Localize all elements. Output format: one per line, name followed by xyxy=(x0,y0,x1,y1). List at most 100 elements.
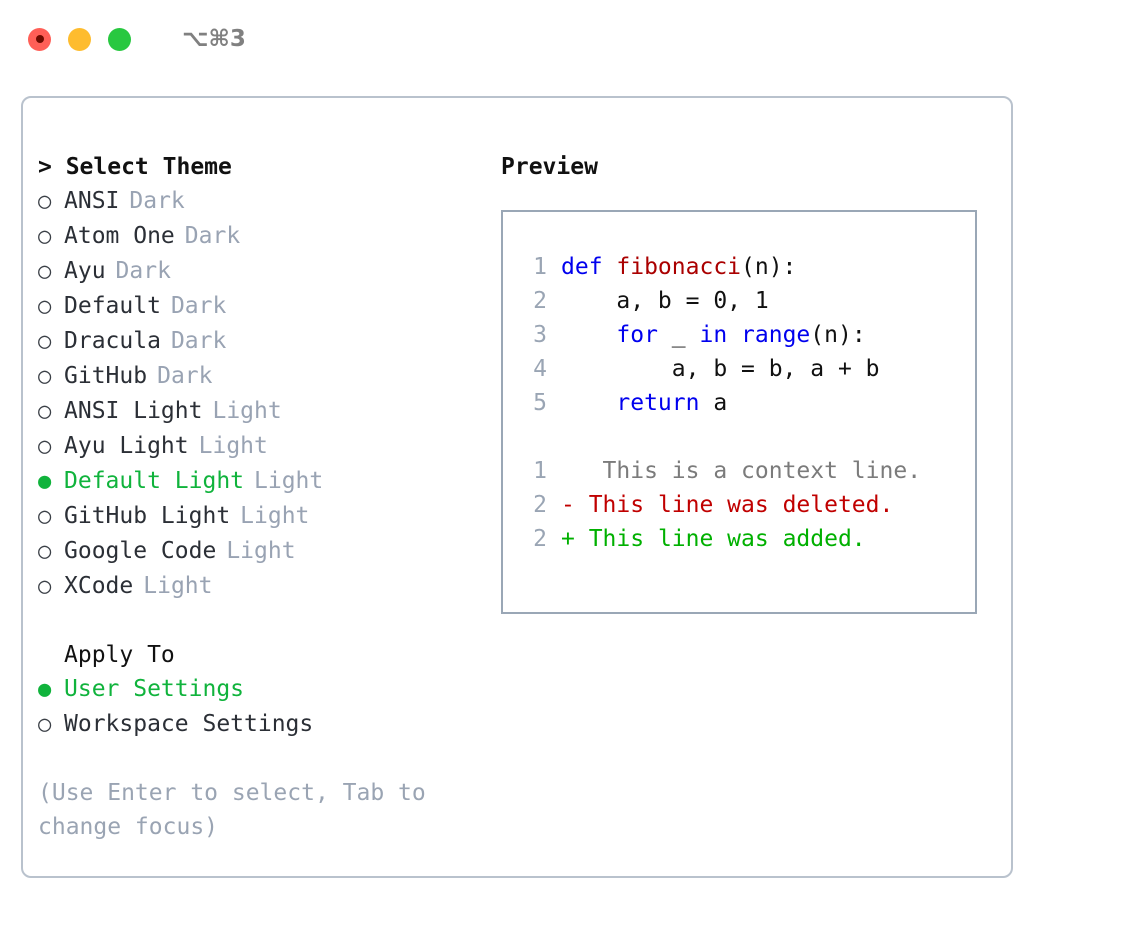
code-line-number: 2 xyxy=(533,288,547,314)
code-line-number: 4 xyxy=(533,356,547,382)
zoom-button[interactable] xyxy=(108,27,131,51)
radio-unselected-icon: ○ xyxy=(38,504,52,529)
code-line-text: a, b = b, a + b xyxy=(561,352,880,386)
theme-option-kind: Light xyxy=(143,573,213,599)
code-line: 2 a, b = 0, 1 xyxy=(517,284,975,318)
code-line: 5 return a xyxy=(517,386,975,420)
code-line: 3 for _ in range(n): xyxy=(517,318,975,352)
code-token-fn: fibonacci xyxy=(616,254,742,280)
diff-sample: 1 This is a context line.2- This line wa… xyxy=(517,454,975,556)
radio-unselected-icon: ○ xyxy=(38,574,52,599)
diff-line: 2- This line was deleted. xyxy=(517,488,975,522)
radio-unselected-icon: ○ xyxy=(38,399,52,424)
code-token-plain xyxy=(561,390,616,416)
theme-option-default-light[interactable]: ● Default Light Light xyxy=(38,464,478,499)
radio-unselected-icon: ○ xyxy=(38,364,52,389)
apply-to-option-workspace-settings[interactable]: ○ Workspace Settings xyxy=(38,707,478,742)
code-diff-separator xyxy=(517,420,975,454)
theme-option-kind: Light xyxy=(240,503,310,529)
theme-option-label: Dracula xyxy=(64,328,161,354)
diff-sign: - xyxy=(561,492,575,518)
window-titlebar: ⌥⌘3 xyxy=(0,0,1140,78)
radio-unselected-icon: ○ xyxy=(38,539,52,564)
traffic-lights xyxy=(28,27,131,51)
theme-option-ayu-light[interactable]: ○ Ayu Light Light xyxy=(38,429,478,464)
diff-line-number: 2 xyxy=(533,492,547,518)
code-token-plain: a, b = b, a + b xyxy=(561,356,880,382)
radio-unselected-icon: ○ xyxy=(38,189,52,214)
radio-unselected-icon: ○ xyxy=(38,294,52,319)
theme-option-xcode[interactable]: ○ XCode Light xyxy=(38,569,478,604)
theme-option-kind: Dark xyxy=(129,188,185,214)
apply-to-list[interactable]: ●User Settings ○ Workspace Settings xyxy=(38,672,478,742)
code-line: 4 a, b = b, a + b xyxy=(517,352,975,386)
radio-selected-icon: ● xyxy=(38,469,52,494)
theme-option-kind: Light xyxy=(226,538,296,564)
minimize-button[interactable] xyxy=(68,27,91,51)
select-theme-header: > Select Theme xyxy=(38,154,232,180)
theme-option-kind: Dark xyxy=(115,258,171,284)
apply-to-option-label: Workspace Settings xyxy=(64,711,314,737)
theme-option-github-light[interactable]: ○ GitHub Light Light xyxy=(38,499,478,534)
code-line-text: def fibonacci(n): xyxy=(561,250,796,284)
code-token-kw: for xyxy=(616,322,658,348)
code-token-plain xyxy=(561,322,616,348)
diff-line: 2+ This line was added. xyxy=(517,522,975,556)
apply-to-option-label: User Settings xyxy=(64,676,245,702)
theme-option-label: GitHub xyxy=(64,363,148,389)
code-token-plain xyxy=(727,322,741,348)
apply-to-option-user-settings[interactable]: ●User Settings xyxy=(38,672,478,707)
theme-option-label: Default Light xyxy=(64,468,245,494)
code-token-plain: (n): xyxy=(810,322,866,348)
code-token-plain: a, b = 0, 1 xyxy=(561,288,769,314)
radio-unselected-icon: ○ xyxy=(38,434,52,459)
theme-option-label: Ayu xyxy=(64,258,106,284)
diff-line-text: This is a context line. xyxy=(574,458,922,484)
diff-line-text: This line was deleted. xyxy=(574,492,894,518)
theme-option-label: Ayu Light xyxy=(64,433,189,459)
radio-unselected-icon: ○ xyxy=(38,329,52,354)
code-token-kw: in xyxy=(699,322,728,348)
theme-option-kind: Light xyxy=(198,433,268,459)
close-button[interactable] xyxy=(28,27,51,51)
code-line-text: return a xyxy=(561,386,727,420)
code-line-number: 1 xyxy=(533,254,547,280)
code-token-kw: return xyxy=(616,390,700,416)
theme-option-ansi[interactable]: ○ ANSI Dark xyxy=(38,184,478,219)
theme-option-dracula[interactable]: ○ Dracula Dark xyxy=(38,324,478,359)
code-line: 1 def fibonacci(n): xyxy=(517,250,975,284)
code-line-number: 5 xyxy=(533,390,547,416)
radio-unselected-icon: ○ xyxy=(38,224,52,249)
preview-header: Preview xyxy=(501,154,598,180)
code-line-text: a, b = 0, 1 xyxy=(561,284,769,318)
code-token-kw: range xyxy=(741,322,811,348)
theme-option-label: XCode xyxy=(64,573,134,599)
keyboard-shortcut-label: ⌥⌘3 xyxy=(182,26,246,52)
theme-option-kind: Light xyxy=(254,468,324,494)
theme-option-label: ANSI xyxy=(64,188,120,214)
diff-sign xyxy=(561,454,575,488)
code-line-text: for _ in range(n): xyxy=(561,318,866,352)
code-token-kw: def xyxy=(561,254,617,280)
theme-option-kind: Dark xyxy=(170,328,227,354)
radio-unselected-icon: ○ xyxy=(38,712,52,737)
theme-option-label: Default xyxy=(64,293,161,319)
diff-line: 1 This is a context line. xyxy=(517,454,975,488)
code-token-plain: _ xyxy=(657,322,700,348)
code-token-plain: (n): xyxy=(741,254,797,280)
diff-sign: + xyxy=(561,526,575,552)
theme-option-label: GitHub Light xyxy=(64,503,231,529)
theme-option-kind: Light xyxy=(212,398,282,424)
